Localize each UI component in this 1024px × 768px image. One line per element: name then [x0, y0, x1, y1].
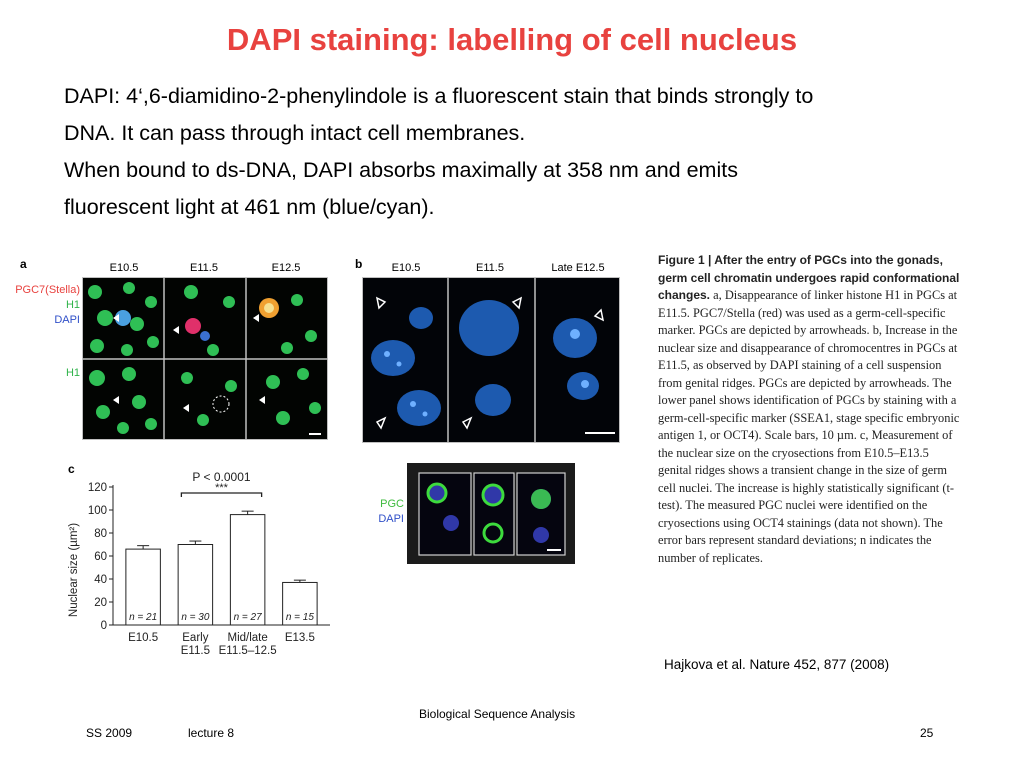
chart-n-label: n = 15	[286, 612, 315, 623]
panel-b-stage-1: E10.5	[391, 262, 421, 274]
footer-semester: SS 2009	[86, 726, 133, 740]
slide-title: DAPI staining: labelling of cell nucleus	[226, 22, 798, 57]
chart-n-label: n = 27	[234, 612, 263, 623]
nuclear-size-bar-chart: 0 20 40 60 80 100 120 n = 21 n = 30 n = 27 n = 15…	[68, 470, 330, 657]
footer-lecture: lecture 8	[188, 726, 235, 740]
chart-n-label: n = 30	[181, 612, 210, 623]
pgc-label: PGC	[380, 498, 404, 510]
chart-y-axis-label: Nuclear size (µm²)	[68, 523, 80, 617]
chart-x-tick-label: Mid/late	[227, 632, 267, 644]
chart-y-tick-label: 60	[94, 551, 107, 563]
chart-y-tick-label: 0	[101, 620, 107, 632]
h1-bottom-label: H1	[65, 367, 80, 379]
panel-b-stage-3: Late E12.5	[551, 262, 605, 274]
panel-b-micrographs	[362, 277, 620, 443]
chart-n-label: n = 21	[129, 612, 157, 623]
pgc7-label: PGC7(Stella)	[15, 284, 80, 296]
inset-dapi-label: DAPI	[378, 513, 404, 525]
chart-significance-bracket	[180, 492, 263, 497]
chart-x-tick-label: E10.5	[128, 632, 158, 644]
chart-bar	[125, 548, 161, 626]
chart-significance-p: P < 0.0001	[192, 470, 250, 484]
chart-significance-stars: ***	[215, 482, 229, 494]
chart-y-tick-label: 40	[94, 574, 107, 586]
footer-course: Biological Sequence Analysis	[419, 707, 576, 721]
chart-x-tick-label: Early	[182, 632, 208, 644]
figure-caption: Figure 1 | After the entry of PGCs into …	[658, 252, 964, 567]
intro-line-4: fluorescent light at 461 nm (blue/cyan).	[64, 195, 435, 219]
dapi-label: DAPI	[54, 314, 80, 326]
chart-x-tick-label: E11.5	[181, 645, 210, 657]
chart-y-tick-label: 100	[88, 505, 107, 517]
intro-text: DAPI: 4‘,6-diamidino-2-phenylindole is a…	[64, 78, 984, 226]
caption-body: a, Disappearance of linker histone H1 in…	[658, 288, 960, 565]
panel-a-letter: a	[20, 257, 27, 271]
intro-line-3: When bound to ds-DNA, DAPI absorbs maxim…	[64, 158, 738, 182]
intro-line-2: DNA. It can pass through intact cell mem…	[64, 121, 526, 145]
chart-x-tick-label: E13.5	[285, 632, 315, 644]
panel-b-stage-2: E11.5	[476, 262, 504, 274]
chart-y-tick-label: 20	[94, 597, 107, 609]
panel-a-stage-1: E10.5	[109, 262, 139, 274]
panel-b-inset	[407, 463, 575, 564]
caption-head: Figure 1 | After the entry of PGCs into …	[658, 253, 960, 302]
h1-label: H1	[65, 299, 80, 311]
panel-a-stage-2: E11.5	[190, 262, 218, 274]
chart-bar	[229, 514, 266, 626]
chart-bar	[282, 581, 318, 626]
footer-page-number: 25	[920, 726, 934, 740]
chart-x-tick-label: E11.5–12.5	[219, 645, 277, 657]
panel-c-letter: c	[68, 462, 75, 476]
panel-a-micrographs	[82, 277, 328, 440]
intro-line-1: DAPI: 4‘,6-diamidino-2-phenylindole is a…	[64, 84, 814, 108]
chart-y-tick-label: 80	[94, 528, 107, 540]
citation: Hajkova et al. Nature 452, 877 (2008)	[664, 657, 890, 672]
panel-a-stage-3: E12.5	[271, 262, 301, 274]
chart-y-tick-label: 120	[88, 482, 107, 494]
panel-b-letter: b	[355, 257, 363, 271]
